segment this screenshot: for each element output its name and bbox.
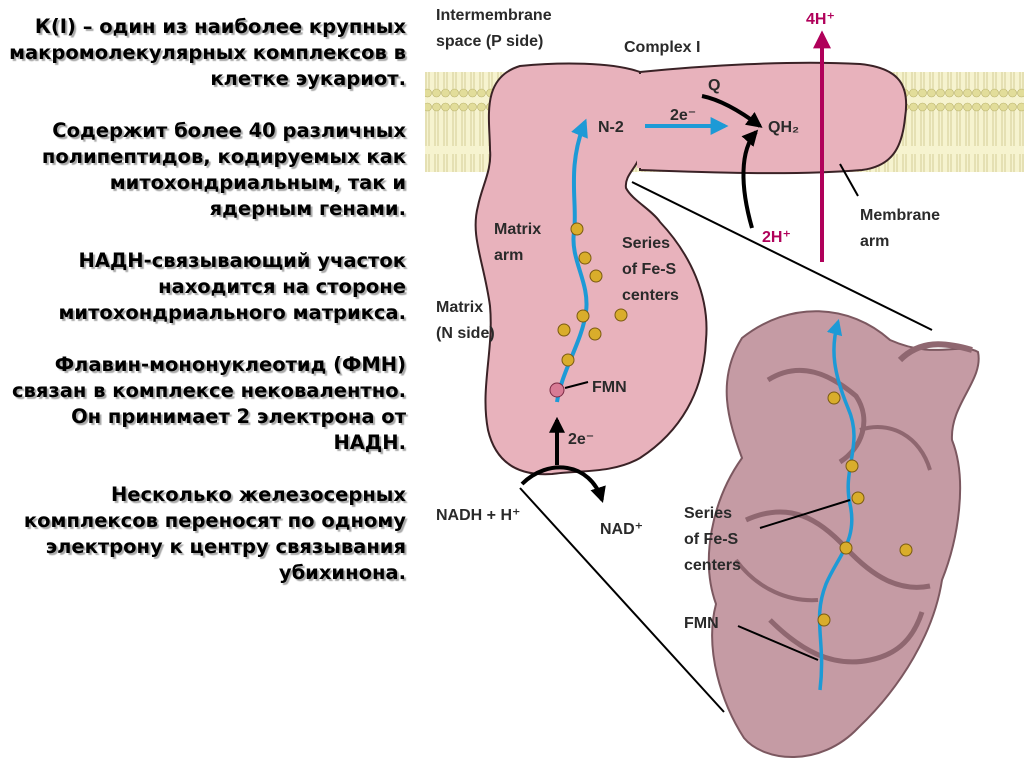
q-to-qh2-arrow xyxy=(701,94,763,128)
fmn-site xyxy=(549,382,565,398)
q-label: Q xyxy=(708,77,720,94)
matrix-arm-label-line2: arm xyxy=(494,247,523,264)
two-protons-label: 2H⁺ xyxy=(762,229,791,246)
structure-fes-label-line1: Series xyxy=(684,505,732,522)
proton-uptake-arrow xyxy=(741,129,759,229)
matrix-side-label-line1: Matrix xyxy=(436,299,483,316)
callout-line-upper xyxy=(631,181,933,331)
n2-label: N-2 xyxy=(598,119,624,136)
description-paragraph-3: НАДН-связывающий участок находится на ст… xyxy=(58,249,406,324)
fes-label-line3: centers xyxy=(622,287,679,304)
callout-line-lower xyxy=(519,487,725,713)
nadh-label: NADH + H⁺ xyxy=(436,507,520,524)
two-electrons-top-label: 2e⁻ xyxy=(670,107,696,124)
structure-fes-label-line3: centers xyxy=(684,557,741,574)
structure-fes-clusters xyxy=(817,391,913,627)
complex-i-title: Complex I xyxy=(624,39,700,56)
fes-label-line1: Series xyxy=(622,235,670,252)
structure-fmn-pointer xyxy=(737,625,819,661)
matrix-arm-label-line1: Matrix xyxy=(494,221,541,238)
membrane-arm-label-line2: arm xyxy=(860,233,889,250)
fmn-pointer xyxy=(564,381,589,389)
membrane-arm-pointer xyxy=(839,163,859,197)
fes-cluster-group xyxy=(557,222,628,367)
fes-label-line2: of Fe-S xyxy=(622,261,677,278)
intermembrane-label-line2: space (P side) xyxy=(436,33,543,50)
arm-junction-cover xyxy=(637,74,644,168)
structure-fmn-label: FMN xyxy=(684,615,719,632)
matrix-arm-shape xyxy=(474,62,708,476)
fmn-label: FMN xyxy=(592,379,627,396)
nad-output-arrow xyxy=(520,465,606,504)
four-protons-label: 4H⁺ xyxy=(806,11,835,28)
membrane-arm-shape xyxy=(639,61,908,175)
description-paragraph-5: Несколько железосерных комплексов перено… xyxy=(23,483,406,584)
description-paragraph-4: Флавин-мононуклеотид (ФМН) связан в комп… xyxy=(11,353,406,454)
membrane-arm-label-line1: Membrane xyxy=(860,207,940,224)
description-paragraph-2: Содержит более 40 различных полипептидов… xyxy=(41,119,406,220)
description-paragraph-1: К(I) – один из наиболее крупных макромол… xyxy=(9,15,406,90)
intermembrane-label-line1: Intermembrane xyxy=(436,7,552,24)
complex-i-structure xyxy=(707,310,980,758)
matrix-side-label-line2: (N side) xyxy=(436,325,495,342)
description-text: К(I) – один из наиболее крупных макромол… xyxy=(6,14,406,586)
nad-label: NAD⁺ xyxy=(600,521,643,538)
structure-fes-pointer xyxy=(759,499,851,529)
qh2-label: QH₂ xyxy=(768,119,799,136)
structure-fes-label-line2: of Fe-S xyxy=(684,531,739,548)
electron-path xyxy=(555,118,589,403)
two-electrons-bottom-label: 2e⁻ xyxy=(568,431,594,448)
